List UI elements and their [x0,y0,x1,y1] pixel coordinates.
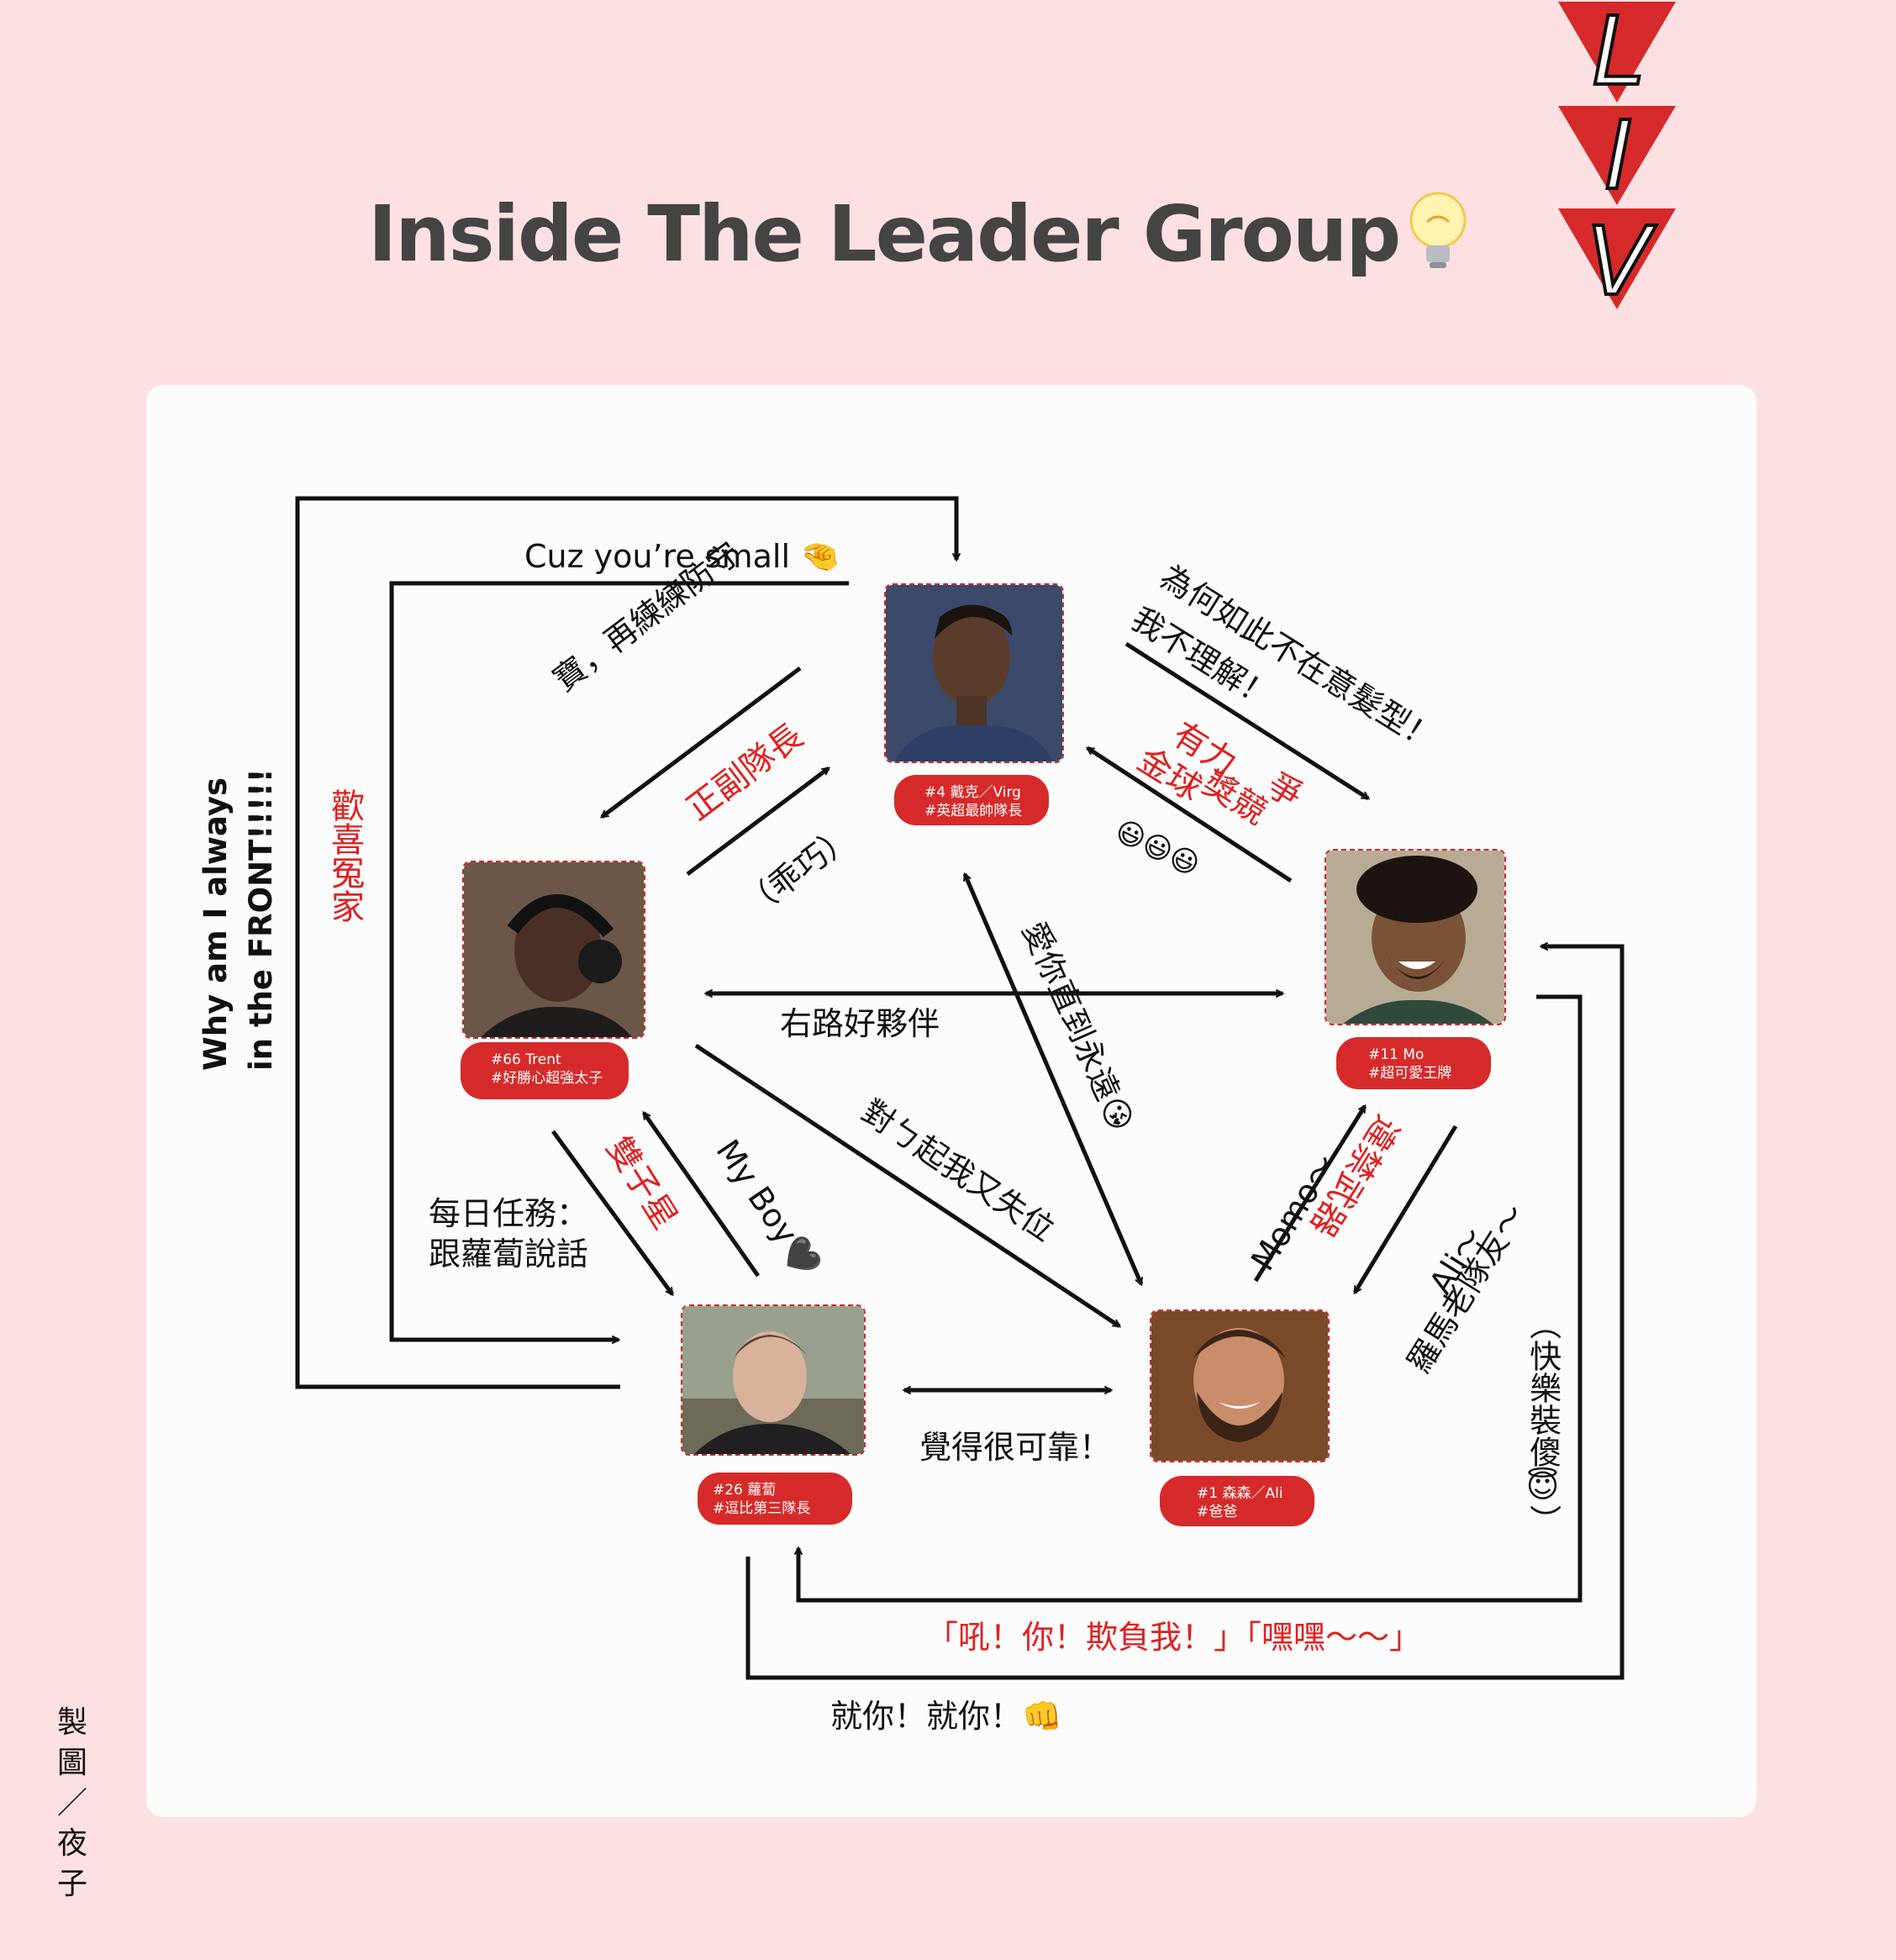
tag-virg-number: #4 戴克／Virg [924,784,1021,801]
arrow-trent-to-robbo [550,1130,675,1294]
label-reliable: 覺得很可靠！ [919,1429,1112,1466]
label-happy-silly: （快樂裝傻😇） [1524,1308,1562,1536]
tag-ali-number: #1 森森／Ali [1197,1485,1283,1502]
label-daily-task: 每日任務： 跟蘿蔔說話 [429,1193,588,1274]
tag-ali: #1 森森／Ali #爸爸 [1160,1476,1314,1526]
credit-char: ／ [56,1786,87,1820]
arrow-robbo-to-mo [745,946,1625,1680]
tag-trent-nickname: #好勝心超強太子 [491,1070,603,1087]
liv-badge: L I V [1555,0,1681,323]
portrait-mo [1326,851,1504,1024]
arrow-trent-to-ali [694,1043,1119,1329]
badge-letter-v: V [1587,208,1657,317]
tag-robbo: #26 蘿蔔 #逗比第三隊長 [698,1473,852,1525]
label-rival-fans: 歡喜冤家 [325,788,364,923]
portrait-trent [464,862,644,1037]
portrait-ali [1151,1311,1328,1461]
tag-virg-nickname: #英超最帥隊長 [924,803,1023,819]
tag-mo: #11 Mo #超可愛王牌 [1336,1037,1491,1089]
label-right-partner: 右路好夥伴 [780,1005,940,1042]
arrow-mo-to-virg [1088,746,1293,883]
badge-letter-i: I [1604,102,1632,211]
label-bully: 「吼！你！欺負我！」「嘿嘿～～」 [926,1619,1422,1656]
label-cuz-small: Cuz you’re small 🤏 [524,538,840,575]
photo-virg [884,583,1064,763]
portrait-virg [886,585,1062,761]
credit-char: 製 [56,1705,87,1740]
badge-letter-l: L [1593,0,1645,107]
arrow-virg-to-mo [1124,641,1368,801]
photo-ali [1150,1309,1330,1462]
label-just-you: 就你！就你！👊 [830,1698,1062,1735]
arrow-virg-to-robbo-inner [389,581,849,1340]
portrait-robbo [682,1306,864,1454]
photo-mo [1325,849,1506,1025]
arrow-ali-to-mo [1253,1106,1367,1283]
arrow-mo-to-robbo [798,994,1583,1603]
arrow-trent-to-virg [686,767,829,876]
arrow-robbo-to-trent [641,1113,761,1278]
credit-char: 子 [56,1867,87,1901]
lightbulb-icon [1402,187,1474,274]
tag-mo-number: #11 Mo [1368,1046,1425,1063]
tag-ali-nickname: #爸爸 [1197,1504,1238,1520]
label-daily-task-1: 每日任務： [429,1195,589,1232]
arrow-virg-ali [962,874,1144,1284]
photo-robbo [681,1304,866,1456]
label-why-front-1: Why am I always [198,777,234,1071]
tag-trent-number: #66 Trent [491,1051,561,1068]
photo-trent [462,861,645,1039]
label-why-front: Why am I always in the FRONT!!!!! [193,768,284,1071]
arrow-robbo-to-virg-outer [295,496,956,1389]
arrow-virg-to-trent [602,667,802,819]
page-title: Inside The Leader Group [368,189,1401,279]
credit-char: 圖 [56,1746,87,1780]
label-daily-task-2: 跟蘿蔔說話 [429,1236,589,1272]
credit: 製 圖 ／ 夜 子 [54,1703,91,1905]
tag-virg: #4 戴克／Virg #英超最帥隊長 [894,775,1049,825]
credit-char: 夜 [56,1826,87,1861]
tag-robbo-number: #26 蘿蔔 [713,1482,777,1499]
tag-trent: #66 Trent #好勝心超強太子 [461,1042,629,1099]
label-why-front-2: in the FRONT!!!!! [243,768,279,1071]
tag-mo-nickname: #超可愛王牌 [1368,1065,1452,1082]
tag-robbo-nickname: #逗比第三隊長 [713,1500,811,1517]
arrow-mo-to-ali [1352,1125,1458,1293]
